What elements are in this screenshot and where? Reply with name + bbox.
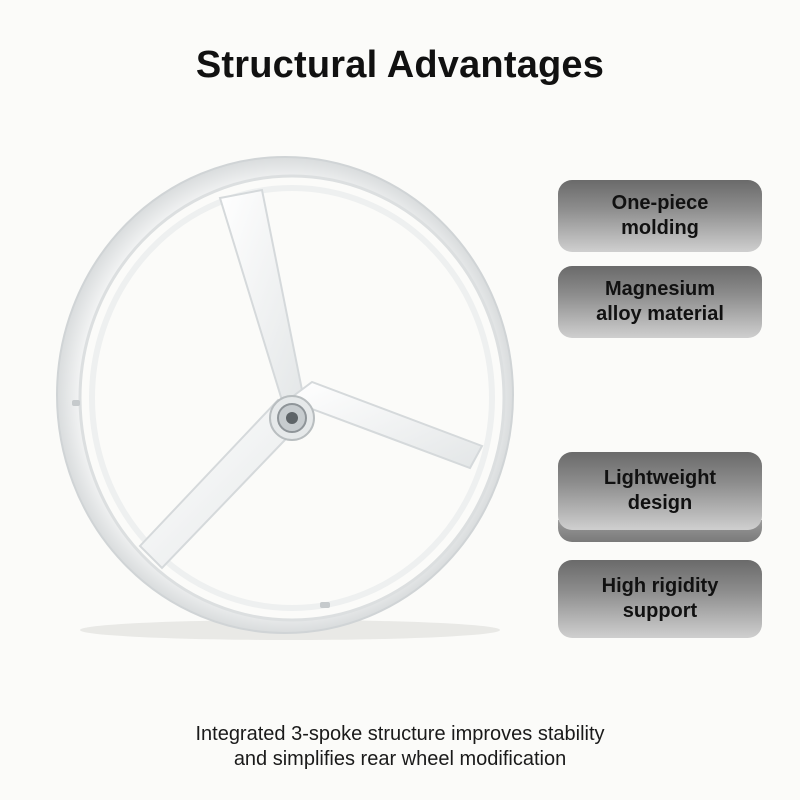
- caption-text: Integrated 3-spoke structure improves st…: [195, 723, 605, 770]
- feature-badge-one-piece: One-piece molding: [558, 180, 762, 252]
- page-title: Structural Advantages: [195, 44, 605, 86]
- three-spoke-wheel-image: [30, 150, 520, 650]
- feature-badge-rigidity: High rigidity support: [558, 560, 762, 638]
- feature-badge-lightweight: Lightweight design: [558, 452, 762, 530]
- feature-badge-magnesium: Magnesium alloy material: [558, 266, 762, 338]
